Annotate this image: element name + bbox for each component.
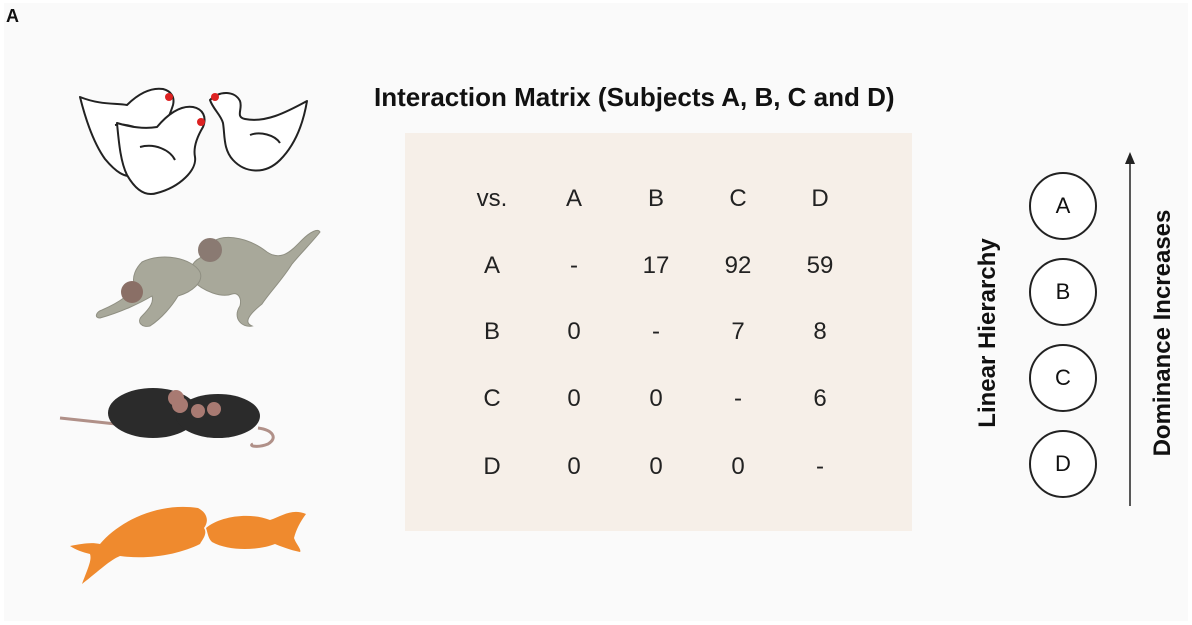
- matrix-cell: 7: [731, 318, 745, 345]
- mice-icon: [59, 388, 275, 448]
- column-header: A: [565, 185, 582, 212]
- row-header: B: [483, 318, 500, 345]
- row-header: A: [483, 252, 500, 279]
- chickens-icon: [79, 87, 308, 195]
- panel-label: A: [6, 6, 19, 26]
- matrix-cell: 92: [724, 252, 752, 279]
- matrix-cell: 17: [642, 252, 670, 279]
- hierarchy-node: B: [1029, 258, 1097, 326]
- hierarchy-node: C: [1029, 344, 1097, 412]
- hierarchy-node: A: [1029, 172, 1097, 240]
- matrix-cell: -: [652, 318, 660, 345]
- linear-hierarchy-label: Linear Hierarchy: [974, 238, 1001, 428]
- matrix-cell: 6: [813, 385, 827, 412]
- hierarchy-node: D: [1029, 430, 1097, 498]
- matrix-cell: -: [816, 453, 824, 480]
- matrix-cell: 0: [649, 385, 663, 412]
- matrix-corner: vs.: [476, 185, 508, 212]
- dominance-arrow: [1125, 152, 1135, 506]
- row-header: C: [483, 385, 501, 412]
- column-header: D: [811, 185, 829, 212]
- matrix-cell: -: [734, 385, 742, 412]
- matrix-cell: -: [570, 252, 578, 279]
- matrix-cell: 59: [806, 252, 834, 279]
- matrix-title: Interaction Matrix (Subjects A, B, C and…: [374, 82, 895, 112]
- matrix-cell: 0: [731, 453, 745, 480]
- fish-icon: [70, 506, 306, 584]
- matrix-cell: 0: [567, 318, 581, 345]
- column-header: C: [729, 185, 747, 212]
- dominance-increases-label: Dominance Increases: [1149, 209, 1176, 457]
- monkeys-icon: [95, 229, 321, 327]
- matrix-cell: 8: [813, 318, 827, 345]
- interaction-matrix: [405, 133, 912, 531]
- matrix-cell: 0: [649, 453, 663, 480]
- matrix-cell: 0: [567, 385, 581, 412]
- column-header: B: [647, 185, 664, 212]
- row-header: D: [483, 453, 501, 480]
- matrix-cell: 0: [567, 453, 581, 480]
